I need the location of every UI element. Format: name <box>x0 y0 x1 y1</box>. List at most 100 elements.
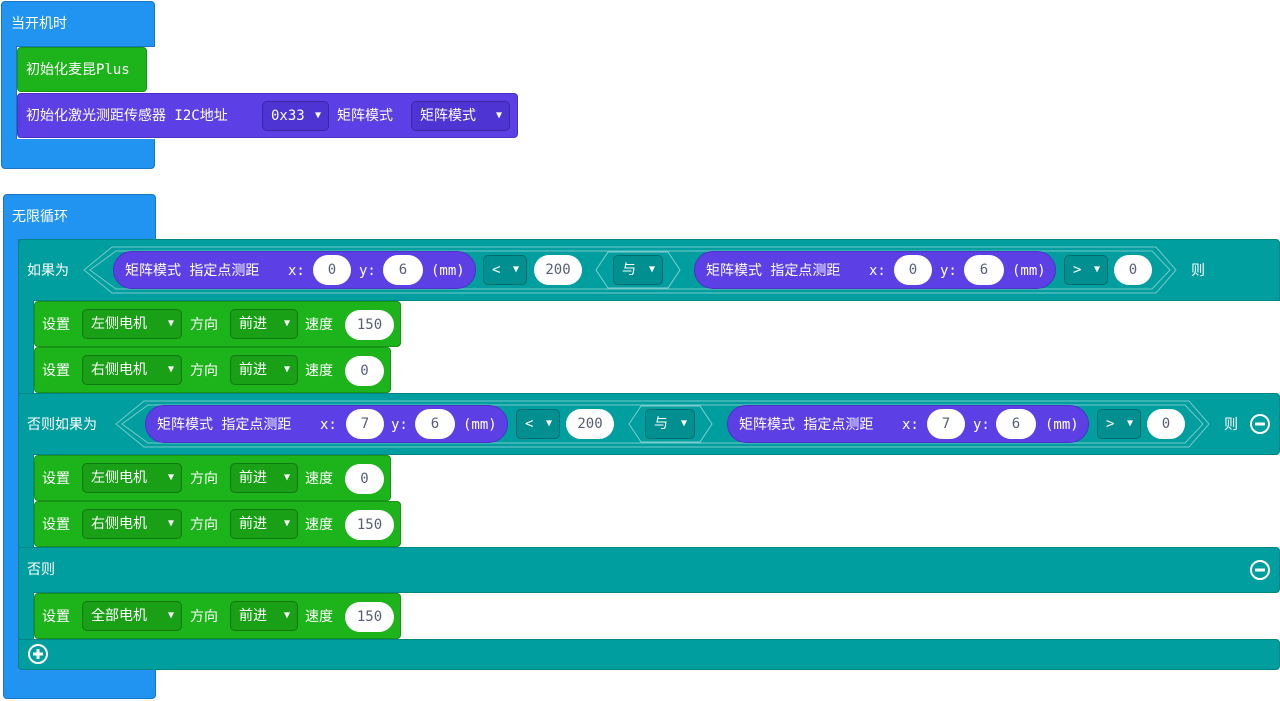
dropdown-arrow-icon: ▼ <box>314 110 321 121</box>
y-input[interactable]: 6 <box>383 255 423 285</box>
set-label: 设置 <box>42 317 70 333</box>
elseif-right-op-dropdown[interactable]: >▼ <box>1097 409 1141 439</box>
motor-block[interactable]: 设置 左侧电机▼ 方向 前进▼ 速度 150 <box>34 301 401 347</box>
op-value: < <box>492 262 501 278</box>
motor-value: 全部电机 <box>91 608 147 624</box>
motor-value: 右侧电机 <box>91 516 147 532</box>
if-side-2 <box>18 454 34 548</box>
elseif-label: 否则如果为 <box>27 417 97 433</box>
mode-dropdown[interactable]: 矩阵模式▼ <box>411 101 510 131</box>
and-label: 与 <box>622 262 636 278</box>
y-label: y: <box>973 417 990 433</box>
on-start-bottom <box>1 139 155 169</box>
forever-bottom <box>3 668 156 699</box>
elseif-left-value-input[interactable]: 200 <box>566 409 614 439</box>
dropdown-arrow-icon: ▼ <box>283 318 290 329</box>
motor-block[interactable]: 设置 全部电机▼ 方向 前进▼ 速度 150 <box>34 593 401 639</box>
y-input[interactable]: 6 <box>996 409 1036 439</box>
elseif-then-label: 则 <box>1224 417 1238 433</box>
if-side-1 <box>18 300 34 394</box>
x-label: x: <box>902 417 919 433</box>
dropdown-arrow-icon: ▼ <box>167 318 174 329</box>
y-label: y: <box>940 263 957 279</box>
motor-dropdown[interactable]: 左侧电机▼ <box>82 463 182 493</box>
speed-label: 速度 <box>305 471 333 487</box>
motor-block[interactable]: 设置 右侧电机▼ 方向 前进▼ 速度 0 <box>34 347 391 393</box>
dropdown-arrow-icon: ▼ <box>167 364 174 375</box>
if-right-op-dropdown[interactable]: >▼ <box>1064 255 1108 285</box>
elseif-left-matrix-reporter[interactable]: 矩阵模式 指定点测距 x: 7 y: 6 (mm) <box>145 405 508 443</box>
minus-circle-icon[interactable] <box>1249 413 1271 435</box>
x-label: x: <box>288 263 305 279</box>
if-right-value-input[interactable]: 0 <box>1114 255 1152 285</box>
unit-label: (mm) <box>431 263 465 279</box>
x-input[interactable]: 7 <box>346 409 384 439</box>
op-value: > <box>1073 262 1082 278</box>
y-input[interactable]: 6 <box>415 409 455 439</box>
else-label: 否则 <box>27 562 55 578</box>
speed-input[interactable]: 150 <box>345 510 394 540</box>
x-input[interactable]: 0 <box>313 255 351 285</box>
dropdown-arrow-icon: ▼ <box>680 418 687 429</box>
i2c-address-dropdown[interactable]: 0x33 ▼ <box>262 101 329 131</box>
speed-input[interactable]: 150 <box>345 602 394 632</box>
direction-dropdown[interactable]: 前进▼ <box>230 355 298 385</box>
motor-dropdown[interactable]: 左侧电机▼ <box>82 309 182 339</box>
on-start-block[interactable]: 当开机时 <box>1 1 155 47</box>
minus-circle-icon[interactable] <box>1249 559 1271 581</box>
elseif-right-value-input[interactable]: 0 <box>1147 409 1185 439</box>
motor-dropdown[interactable]: 全部电机 ▼ <box>82 601 182 631</box>
forever-block[interactable]: 无限循环 <box>3 194 156 240</box>
dropdown-arrow-icon: ▼ <box>283 472 290 483</box>
motor-dropdown[interactable]: 右侧电机▼ <box>82 509 182 539</box>
speed-input[interactable]: 150 <box>345 310 394 340</box>
speed-input[interactable]: 0 <box>345 464 384 494</box>
y-input[interactable]: 6 <box>964 255 1004 285</box>
matrix-label: 矩阵模式 指定点测距 <box>739 417 874 433</box>
set-label: 设置 <box>42 517 70 533</box>
direction-label: 方向 <box>190 517 218 533</box>
i2c-address-value: 0x33 <box>271 108 305 124</box>
dropdown-arrow-icon: ▼ <box>545 418 552 429</box>
speed-label: 速度 <box>305 363 333 379</box>
if-bottom <box>18 639 1280 670</box>
if-left-op-dropdown[interactable]: <▼ <box>483 255 527 285</box>
motor-block[interactable]: 设置 右侧电机▼ 方向 前进▼ 速度 150 <box>34 501 401 547</box>
dropdown-arrow-icon: ▼ <box>167 610 174 621</box>
x-input[interactable]: 0 <box>894 255 932 285</box>
motor-block[interactable]: 设置 左侧电机▼ 方向 前进▼ 速度 0 <box>34 455 391 501</box>
if-label: 如果为 <box>27 263 69 279</box>
if-left-matrix-reporter[interactable]: 矩阵模式 指定点测距 x: 0 y: 6 (mm) <box>113 251 476 289</box>
direction-dropdown[interactable]: 前进▼ <box>230 509 298 539</box>
direction-dropdown[interactable]: 前进▼ <box>230 601 298 631</box>
direction-dropdown[interactable]: 前进 ▼ <box>230 463 298 493</box>
direction-dropdown[interactable]: 前进▼ <box>230 309 298 339</box>
if-and-dropdown[interactable]: 与▼ <box>613 255 663 285</box>
unit-label: (mm) <box>463 417 497 433</box>
init-laser-block[interactable]: 初始化激光测距传感器 I2C地址 0x33▼ 矩阵模式 矩阵模式▼ <box>17 93 518 138</box>
if-right-matrix-reporter[interactable]: 矩阵模式 指定点测距 x: 0 y: 6 (mm) <box>694 251 1056 289</box>
dropdown-arrow-icon: ▼ <box>1126 418 1133 429</box>
op-value: > <box>1106 416 1115 432</box>
unit-label: (mm) <box>1012 263 1046 279</box>
elseif-right-matrix-reporter[interactable]: 矩阵模式 指定点测距 x: 7 y: 6 (mm) <box>727 405 1089 443</box>
x-label: x: <box>869 263 886 279</box>
on-start-left-bar <box>1 46 17 142</box>
direction-value: 前进 <box>239 470 267 486</box>
x-input[interactable]: 7 <box>927 409 965 439</box>
motor-dropdown[interactable]: 右侧电机▼ <box>82 355 182 385</box>
plus-circle-icon[interactable] <box>27 643 49 665</box>
direction-label: 方向 <box>190 471 218 487</box>
speed-label: 速度 <box>305 317 333 333</box>
elseif-and-dropdown[interactable]: 与▼ <box>645 409 695 439</box>
matrix-label: 矩阵模式 指定点测距 <box>706 263 841 279</box>
dropdown-arrow-icon: ▼ <box>648 264 655 275</box>
init-mqueen-block[interactable]: 初始化麦昆Plus <box>17 47 147 92</box>
if-left-value-input[interactable]: 200 <box>534 255 582 285</box>
dropdown-arrow-icon: ▼ <box>283 364 290 375</box>
else-row[interactable]: 否则 <box>18 547 1280 593</box>
direction-label: 方向 <box>190 317 218 333</box>
elseif-left-op-dropdown[interactable]: <▼ <box>516 409 560 439</box>
speed-label: 速度 <box>305 517 333 533</box>
speed-input[interactable]: 0 <box>345 356 384 386</box>
